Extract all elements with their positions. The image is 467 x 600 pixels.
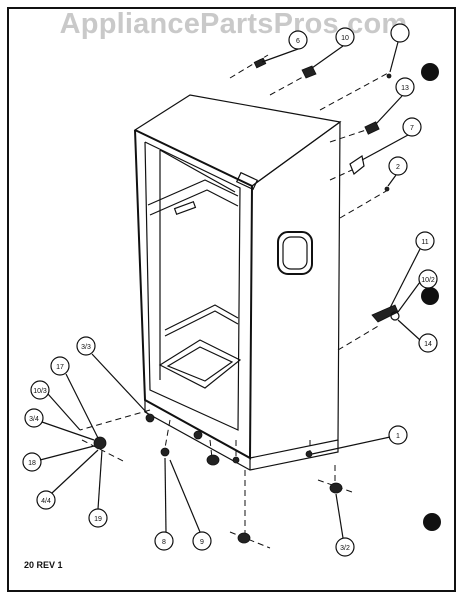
- callout-1: 1: [388, 425, 408, 445]
- part-bushing-13: [364, 121, 380, 135]
- cabinet-side: [249, 120, 341, 459]
- cabinet-bottom-pan: [158, 339, 242, 389]
- svg-text:11: 11: [421, 239, 428, 246]
- cabinet-top: [133, 94, 342, 187]
- cabinet-front-edge: [134, 129, 254, 460]
- callout-17: 17: [50, 356, 70, 376]
- svg-text:2: 2: [396, 164, 400, 171]
- revision-label: 20 REV 1: [24, 560, 63, 570]
- callout-10-3: 10/3: [30, 380, 50, 400]
- svg-text:10/2: 10/2: [421, 277, 435, 284]
- diagram-frame: [7, 7, 456, 592]
- callout-3-3: 3/3: [76, 336, 96, 356]
- callout-4-4: 4/4: [36, 490, 56, 510]
- svg-text:3/4: 3/4: [29, 416, 39, 423]
- callout-3-2: 3/2: [335, 537, 355, 557]
- callout-10-2: 10/2: [418, 269, 438, 289]
- callout-9: 9: [192, 531, 212, 551]
- callout-13: 13: [395, 77, 415, 97]
- callout-8: 8: [154, 531, 174, 551]
- callouts: 6 10 13 7 2 11 10/2 14 3/3 17 10/3 3/4 1…: [22, 23, 438, 557]
- part-roller: [329, 482, 343, 494]
- side-handle-recess: [277, 231, 313, 275]
- svg-text:7: 7: [410, 125, 414, 132]
- cabinet-liner: [144, 141, 241, 431]
- svg-text:3/3: 3/3: [81, 344, 91, 351]
- callout-19: 19: [88, 508, 108, 528]
- svg-text:13: 13: [401, 85, 409, 92]
- callout-leaders: [39, 41, 421, 539]
- part-roller-front: [237, 532, 251, 544]
- callout-6: 6: [288, 30, 308, 50]
- svg-text:14: 14: [424, 341, 432, 348]
- callout-top: [390, 23, 410, 43]
- callout-10: 10: [335, 27, 355, 47]
- svg-text:6: 6: [296, 38, 300, 45]
- svg-text:1: 1: [396, 433, 400, 440]
- part-screw-6: [253, 57, 267, 69]
- svg-text:3/2: 3/2: [340, 545, 350, 552]
- hardware-parts: [93, 57, 400, 544]
- svg-text:18: 18: [28, 460, 36, 467]
- callout-2: 2: [388, 156, 408, 176]
- svg-text:9: 9: [200, 539, 204, 546]
- svg-text:4/4: 4/4: [41, 498, 51, 505]
- part-bracket-7: [349, 155, 365, 175]
- svg-text:10/3: 10/3: [33, 388, 47, 395]
- callout-7: 7: [402, 117, 422, 137]
- part-leveler-17: [93, 436, 107, 450]
- svg-text:10: 10: [341, 35, 349, 42]
- svg-text:17: 17: [56, 364, 64, 371]
- callout-3-4: 3/4: [24, 408, 44, 428]
- part-nut-10: [301, 65, 317, 79]
- leader-lines: [79, 54, 391, 549]
- callout-18: 18: [22, 452, 42, 472]
- bullet-markers: [421, 63, 441, 531]
- callout-11: 11: [415, 231, 435, 251]
- svg-text:8: 8: [162, 539, 166, 546]
- cabinet-body: [133, 94, 342, 471]
- callout-14: 14: [418, 333, 438, 353]
- svg-text:19: 19: [94, 516, 102, 523]
